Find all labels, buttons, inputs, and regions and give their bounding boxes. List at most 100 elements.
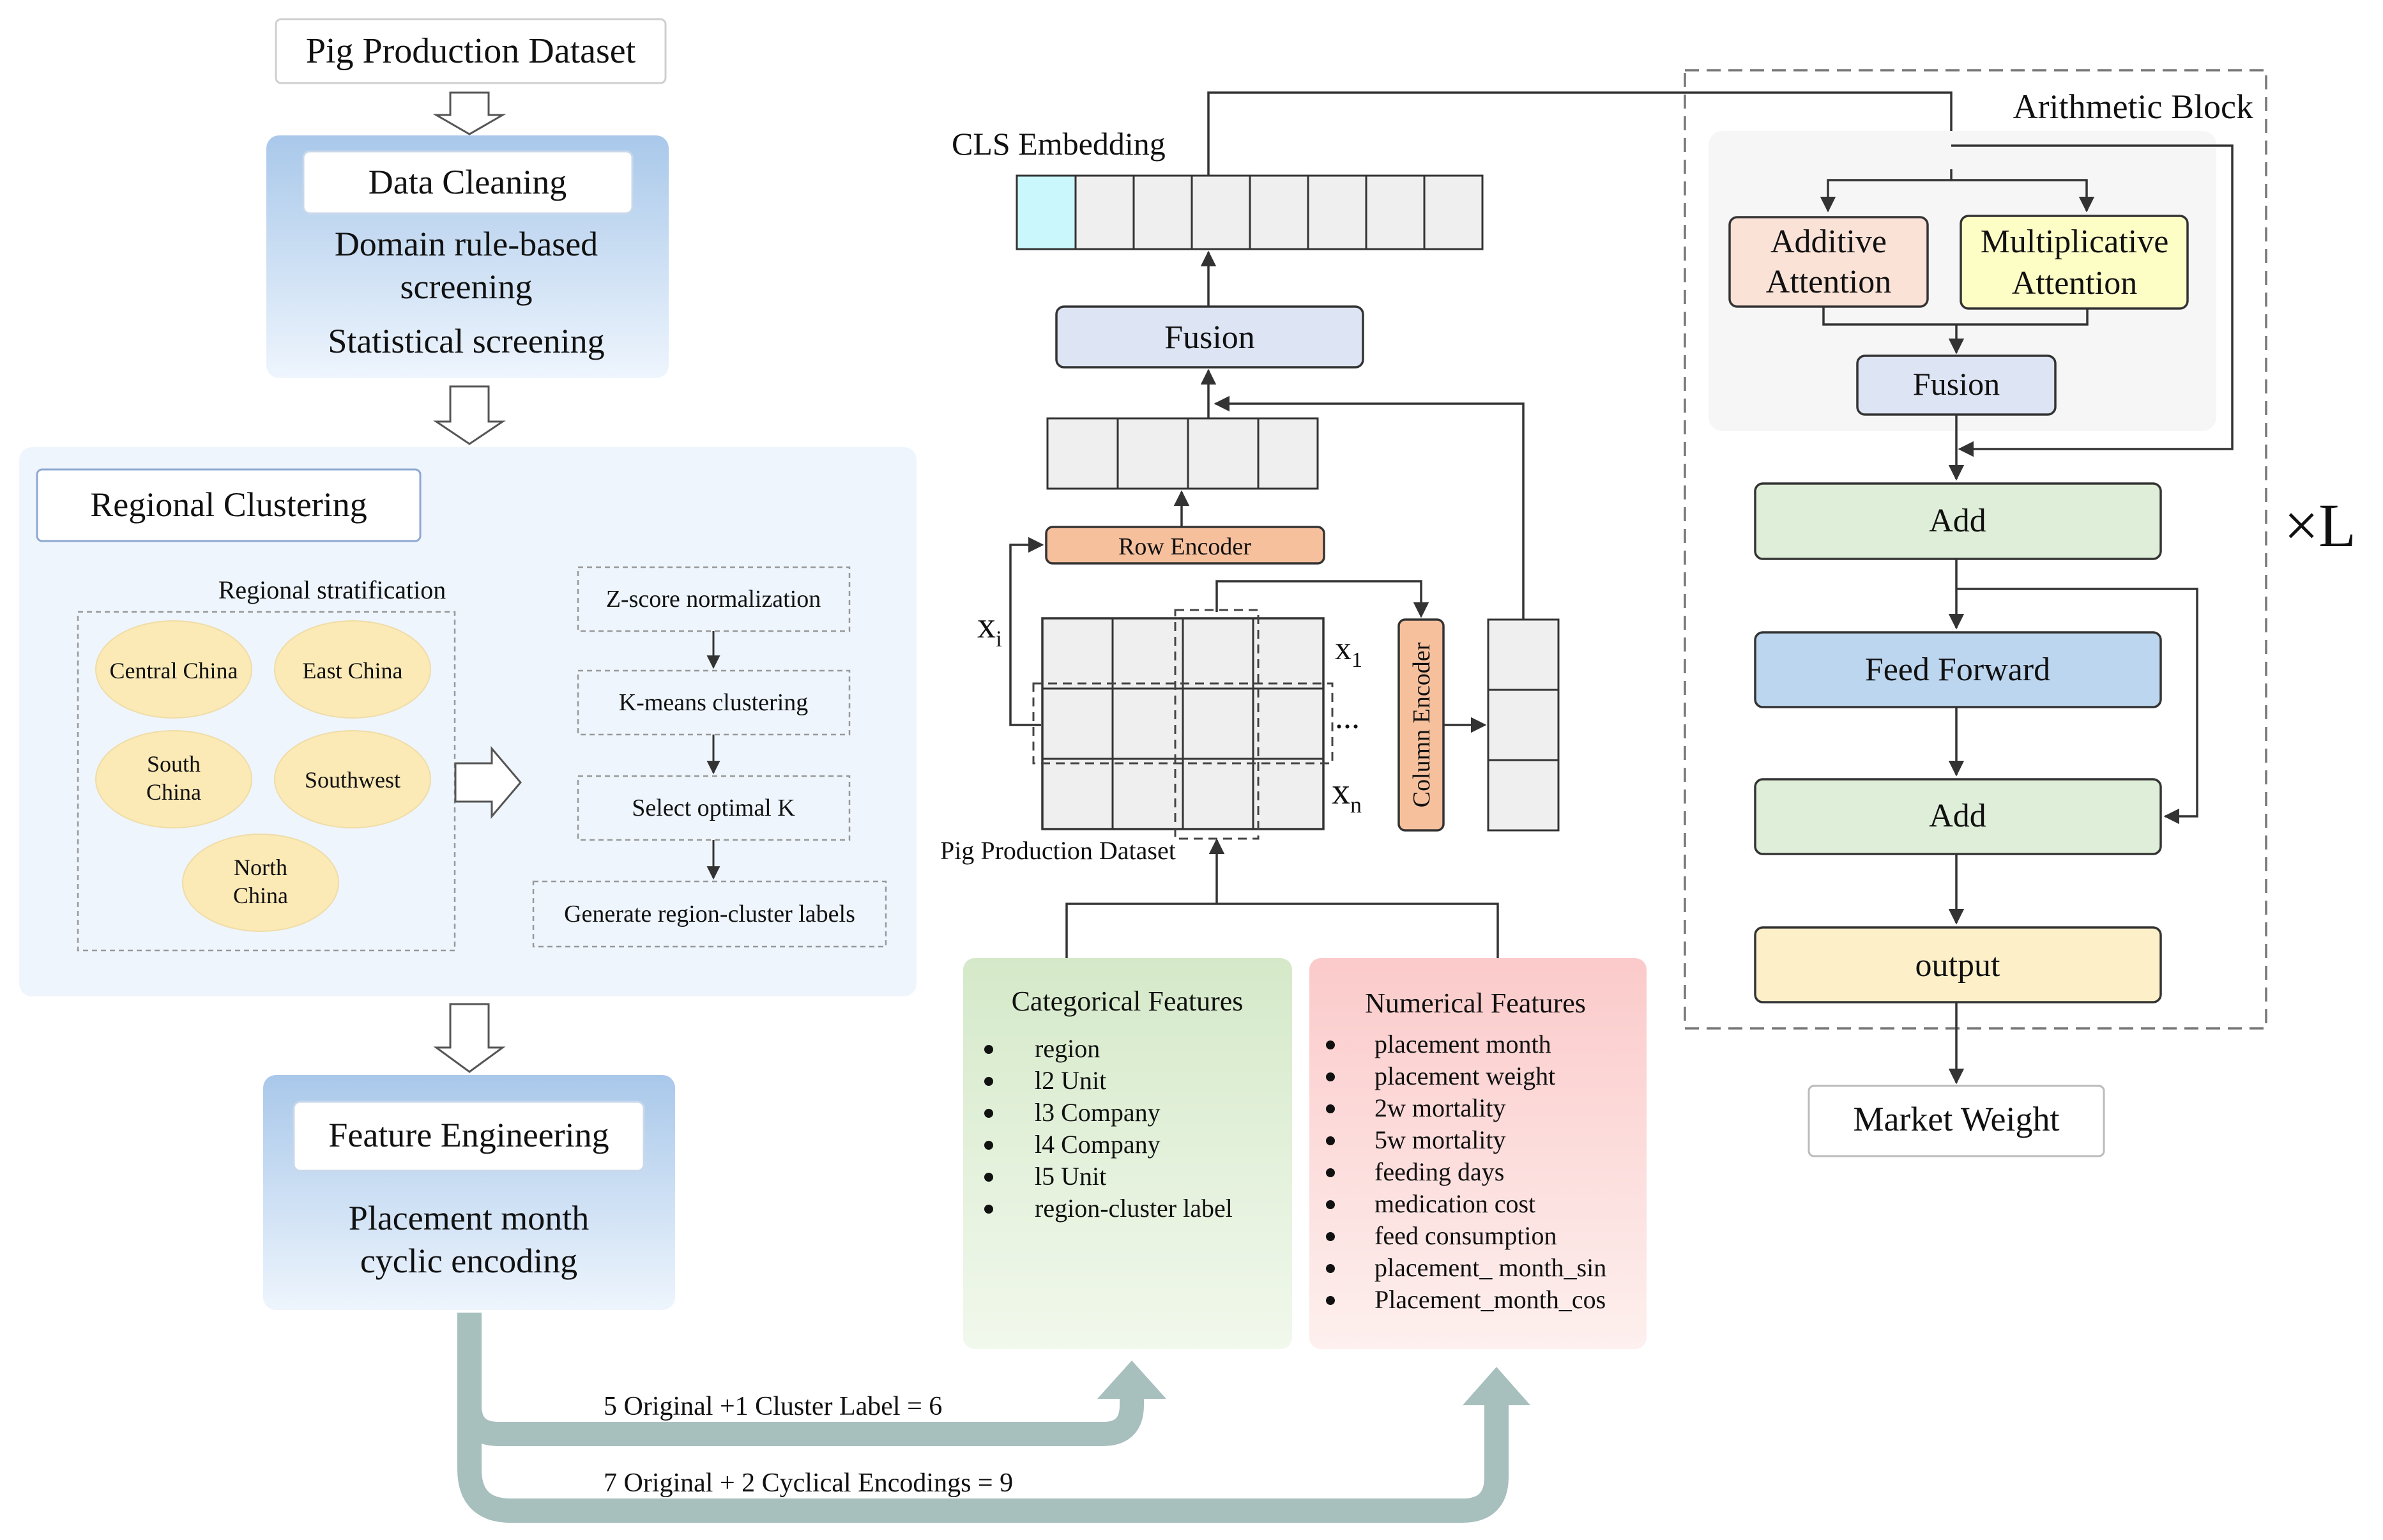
- flow-to-categorical-arrowhead-icon: [1097, 1361, 1166, 1399]
- numerical-feature-item: placement month: [1374, 1030, 1551, 1058]
- bullet-icon: [984, 1141, 993, 1150]
- categorical-features-title: Categorical Features: [1012, 986, 1244, 1017]
- step-generate-labels: Generate region-cluster labels: [564, 901, 855, 927]
- placement-month-line2: cyclic encoding: [360, 1242, 577, 1280]
- numerical-feature-item: feed consumption: [1374, 1221, 1557, 1250]
- numerical-feature-item: medication cost: [1374, 1189, 1535, 1218]
- region-north-china-label-line2: China: [233, 883, 288, 908]
- bullet-icon: [1326, 1200, 1335, 1209]
- market-weight-label: Market Weight: [1853, 1100, 2059, 1138]
- embedding-cell: [1423, 174, 1484, 250]
- embedding-cell: [1132, 174, 1193, 250]
- arithmetic-block: Arithmetic Block Additive Attention Mult…: [1684, 69, 2356, 1157]
- add-label-2: Add: [1929, 798, 1986, 834]
- additive-attention-line2: Attention: [1766, 264, 1891, 300]
- repeat-label: ×L: [2284, 491, 2356, 560]
- placement-month-line1: Placement month: [349, 1199, 589, 1237]
- categorical-feature-item: l3 Company: [1035, 1098, 1161, 1127]
- xi-label: xi: [977, 604, 1002, 652]
- add-norm-box-2: [1754, 778, 2162, 855]
- regional-clustering-title: Regional Clustering: [90, 485, 367, 524]
- cleaning-rule-line2: screening: [400, 268, 533, 306]
- region-east-china-label: East China: [303, 658, 403, 683]
- bullet-icon: [1326, 1136, 1335, 1145]
- step-kmeans-box: [577, 669, 851, 736]
- stratification-label: Regional stratification: [218, 576, 446, 604]
- numerical-features-title: Numerical Features: [1365, 987, 1586, 1019]
- column-embedding-cell: [1487, 618, 1560, 691]
- encoder-fusion-label: Fusion: [1164, 319, 1255, 356]
- step-generate-labels-box: [532, 880, 887, 948]
- output-label: output: [1915, 947, 2000, 984]
- regional-clustering-title-box: [36, 468, 422, 542]
- flow-to-categorical: [457, 1313, 1144, 1446]
- step-kmeans: K-means clustering: [619, 689, 809, 716]
- dataset-grid: [1041, 617, 1325, 830]
- numerical-features-list: placement month placement weight 2w mortal…: [1326, 1030, 1606, 1314]
- region-central-china-label: Central China: [110, 658, 238, 683]
- row-embedding-cell: [1116, 417, 1189, 490]
- bullet-icon: [1326, 1264, 1335, 1273]
- feature-engineering-title-box: [293, 1101, 645, 1172]
- bullet-icon: [984, 1077, 993, 1086]
- residual-connector-1: [1951, 144, 2234, 457]
- row-input-connector: [1009, 537, 1044, 726]
- numerical-feature-item: placement_ month_sin: [1374, 1253, 1606, 1282]
- encoder-fusion-box: [1055, 305, 1364, 369]
- row-embedding-cell: [1187, 417, 1260, 490]
- embedding-cell: [1074, 174, 1135, 250]
- additive-attention-box: [1728, 216, 1929, 308]
- add-norm-box-1: [1754, 482, 2162, 560]
- multiplicative-attention-line2: Attention: [2012, 265, 2137, 301]
- market-weight-box: [1808, 1085, 2105, 1157]
- region-south-china-label-line2: China: [146, 779, 201, 805]
- numerical-count-label: 7 Original + 2 Cyclical Encodings = 9: [604, 1468, 1013, 1498]
- dataset-title-box: [275, 18, 667, 84]
- feed-forward-label: Feed Forward: [1865, 652, 2050, 688]
- x1-label: x1: [1335, 630, 1362, 672]
- step-select-k-box: [577, 775, 851, 841]
- add-label-1: Add: [1929, 503, 1986, 539]
- row-highlight: [1032, 682, 1334, 765]
- numerical-feature-item: 2w mortality: [1374, 1094, 1506, 1122]
- feature-count-flows: 5 Original +1 Cluster Label = 6 7 Origin…: [457, 1313, 1530, 1523]
- cls-token-cell: [1016, 174, 1077, 250]
- bullet-icon: [984, 1173, 993, 1182]
- bullet-icon: [1326, 1041, 1335, 1049]
- column-encoder-label: Column Encoder: [1408, 642, 1435, 807]
- flow-to-numerical-arrowhead-icon: [1463, 1367, 1530, 1405]
- numerical-feature-item: 5w mortality: [1374, 1125, 1506, 1154]
- categorical-features-panel: [963, 958, 1292, 1349]
- cleaning-statistical: Statistical screening: [328, 322, 604, 360]
- bullet-icon: [1326, 1104, 1335, 1113]
- numerical-feature-item: Placement_month_cos: [1374, 1285, 1606, 1314]
- column-input-connector: [1215, 580, 1429, 618]
- categorical-feature-item: l2 Unit: [1035, 1066, 1106, 1095]
- bullet-icon: [1326, 1072, 1335, 1081]
- additive-attention-line1: Additive: [1770, 224, 1887, 260]
- bullet-icon: [984, 1205, 993, 1214]
- flow-to-numerical: [457, 1313, 1509, 1523]
- flow-down-arrow-icon: [433, 385, 506, 445]
- categorical-feature-item: l4 Company: [1035, 1130, 1161, 1159]
- data-cleaning-title: Data Cleaning: [369, 163, 567, 201]
- bullet-icon: [984, 1045, 993, 1054]
- ellipsis-label: ...: [1335, 699, 1360, 736]
- step-zscore-box: [577, 566, 851, 632]
- embedding-cell: [1249, 174, 1309, 250]
- row-embedding-cell: [1257, 417, 1319, 490]
- region-southwest-label: Southwest: [305, 767, 400, 793]
- dataset-title: Pig Production Dataset: [306, 31, 636, 71]
- numerical-features-panel: [1309, 958, 1647, 1349]
- arithmetic-block-title: Arithmetic Block: [2013, 88, 2253, 126]
- residual-connector-2: [1956, 588, 2198, 825]
- region-southwest: [274, 730, 431, 828]
- numerical-feature-item: placement weight: [1374, 1062, 1555, 1090]
- feed-forward-box: [1754, 631, 2162, 708]
- region-north-china: [182, 834, 339, 932]
- multiplicative-attention-box: [1960, 215, 2189, 310]
- output-box: [1754, 926, 2162, 1003]
- region-south-china-label-line1: South: [147, 751, 201, 777]
- region-central-china: [95, 620, 252, 719]
